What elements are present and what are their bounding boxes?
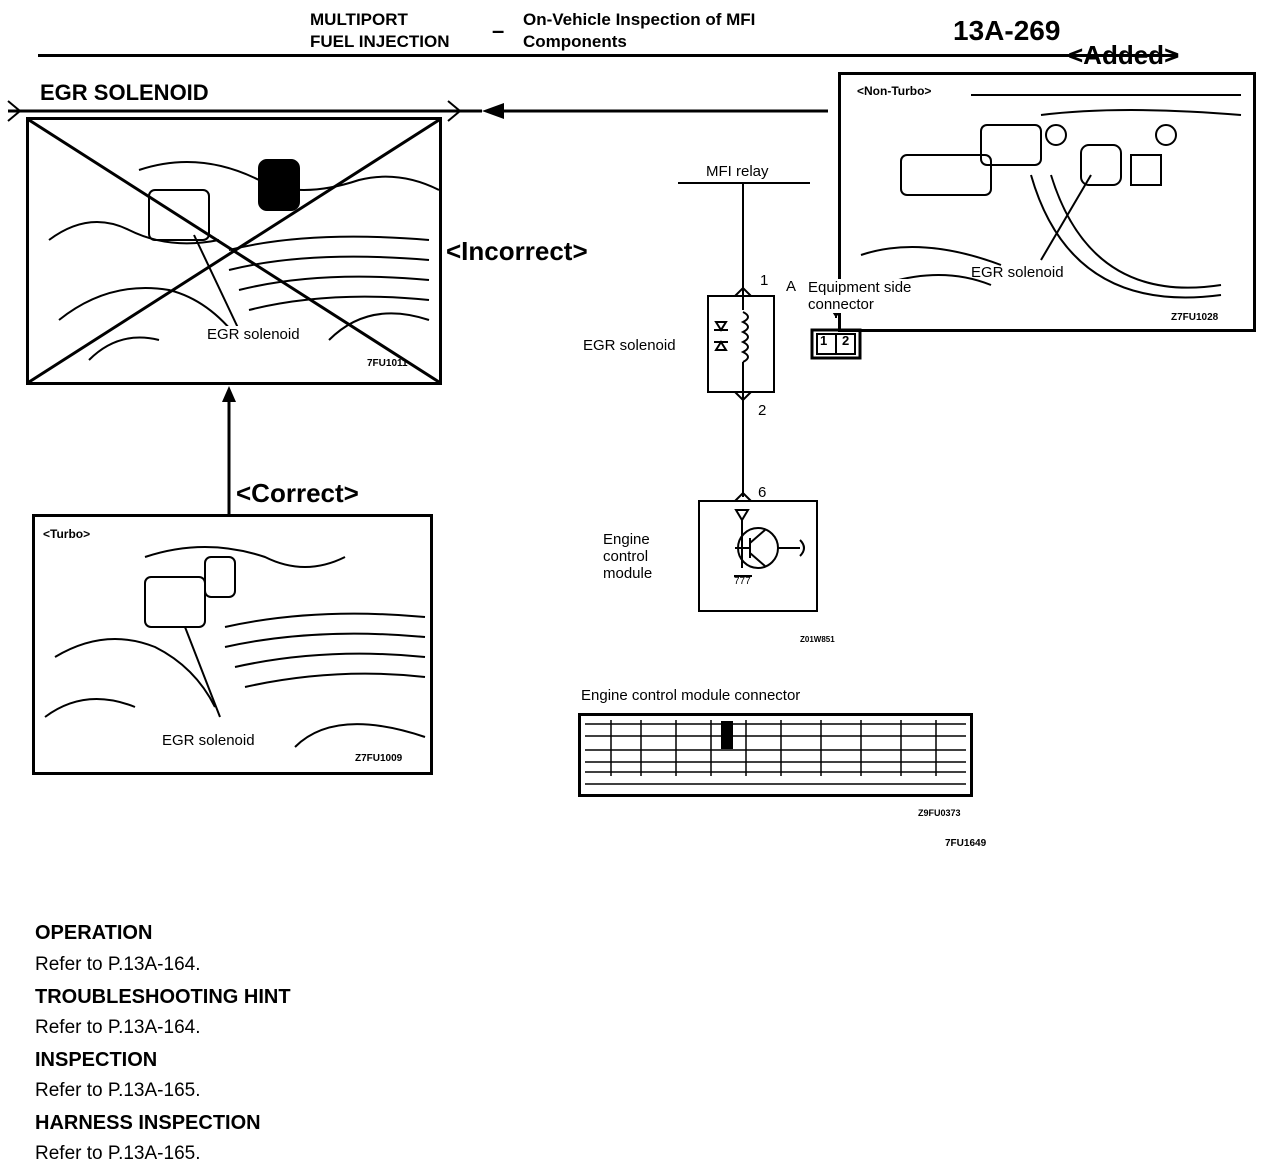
pin1-label: 1 [760, 272, 769, 289]
incorrect-photo: EGR solenoid 7FU1011 [26, 117, 442, 385]
nonturbo-photo-code: Z7FU1028 [1171, 312, 1219, 323]
header-rule [38, 54, 1178, 57]
section-heading-operation: OPERATION [35, 922, 153, 944]
circuit-code: Z01W851 [800, 635, 835, 644]
section-heading-inspection: INSPECTION [35, 1049, 158, 1071]
section-text-troubleshooting: Refer to P.13A-164. [35, 1017, 201, 1038]
section-heading-troubleshooting: TROUBLESHOOTING HINT [35, 986, 291, 1008]
ecm-connector-code: Z9FU0373 [918, 808, 961, 818]
mfi-relay-label: MFI relay [706, 163, 769, 180]
section-title: MULTIPORT FUEL INJECTION [310, 10, 450, 51]
correct-tag: <Correct> [236, 478, 359, 508]
connector-letter: A [786, 278, 797, 295]
section-text-operation: Refer to P.13A-164. [35, 954, 201, 975]
topic-title: On-Vehicle Inspection of MFI Components [523, 10, 756, 51]
connector-label: Equipment side connector [808, 279, 912, 313]
added-tag: <Added> [1068, 40, 1180, 70]
nonturbo-subtag: <Non-Turbo> [857, 84, 932, 98]
section-heading-harness: HARNESS INSPECTION [35, 1112, 261, 1134]
pin2-label: 2 [758, 402, 767, 419]
incorrect-photo-code: 7FU1011 [367, 358, 408, 369]
conn-pin2: 2 [842, 333, 850, 348]
incorrect-tag: <Incorrect> [446, 236, 588, 266]
turbo-photo: <Turbo> EGR solenoid Z7FU1009 [32, 514, 433, 775]
text-sections: OPERATION Refer to P.13A-164. TROUBLESHO… [35, 922, 291, 1175]
engine-illustration-icon [860, 94, 1242, 299]
ecm-connector-graphic [578, 713, 973, 797]
page-title: EGR SOLENOID [40, 80, 209, 105]
header-dash: – [492, 18, 505, 43]
engine-illustration-icon [44, 546, 426, 748]
ecm-label: Engine control module [603, 531, 653, 582]
ecm-figure-code: 7FU1649 [945, 838, 987, 849]
engine-illustration-icon [29, 120, 439, 382]
nonturbo-photo-caption: EGR solenoid [971, 264, 1064, 281]
turbo-subtag: <Turbo> [43, 527, 91, 541]
ground-symbol: 777 [734, 576, 751, 587]
page-number: 13A-269 [953, 15, 1061, 46]
egr-solenoid-label: EGR solenoid [583, 337, 676, 354]
ecm-connector-label: Engine control module connector [581, 687, 801, 704]
turbo-photo-code: Z7FU1009 [355, 753, 403, 764]
incorrect-photo-caption: EGR solenoid [207, 326, 300, 343]
ecm-connector-icon [585, 720, 966, 785]
section-text-inspection: Refer to P.13A-165. [35, 1080, 201, 1101]
conn-pin1: 1 [820, 333, 828, 348]
pin6-label: 6 [758, 484, 767, 501]
turbo-photo-caption: EGR solenoid [162, 732, 255, 749]
section-text-harness: Refer to P.13A-165. [35, 1143, 201, 1164]
